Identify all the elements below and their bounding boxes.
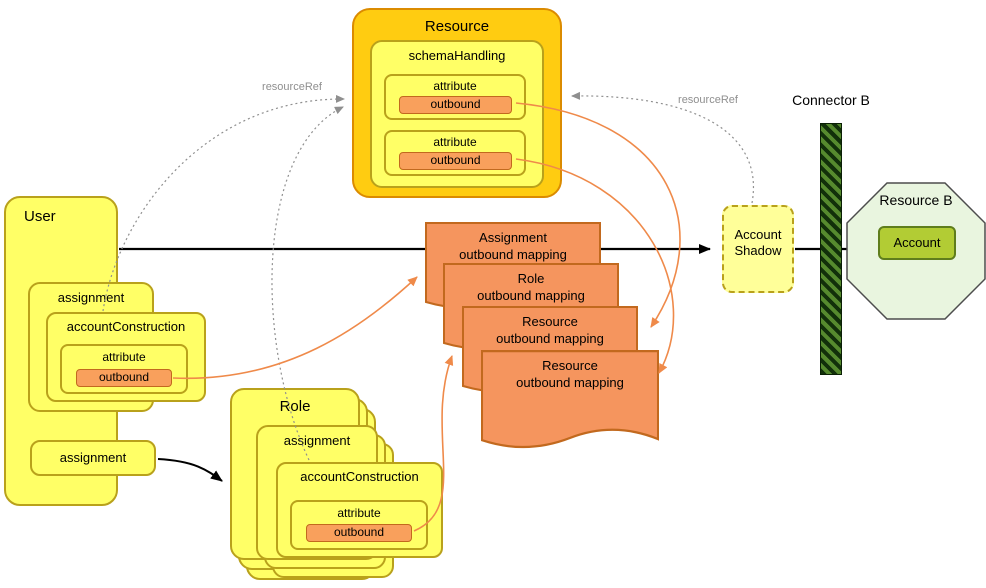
document-label-line1: Role: [517, 271, 545, 286]
document-resource-outbound-mapping-2: Resource outbound mapping: [481, 350, 659, 456]
document-label-line1: Resource: [522, 314, 578, 329]
document-shape: [481, 350, 659, 449]
connector-bar: [820, 123, 842, 375]
connector-label: Connector B: [792, 92, 870, 108]
document-label-line2: outbound mapping: [496, 331, 604, 346]
document-label: Assignment outbound mapping: [425, 229, 601, 263]
role-outbound-box: outbound: [306, 524, 412, 542]
resource-outbound2-box: outbound: [399, 152, 512, 170]
account-shadow-line1: Account: [734, 227, 782, 242]
document-label-line1: Assignment: [479, 230, 547, 245]
user-assignment2-box: assignment: [30, 440, 156, 476]
document-label-line2: outbound mapping: [477, 288, 585, 303]
document-label: Resource outbound mapping: [462, 313, 638, 347]
document-label: Role outbound mapping: [443, 270, 619, 304]
account-shadow-line2: Shadow: [734, 243, 782, 258]
resource-outbound1-box: outbound: [399, 96, 512, 114]
account-box: Account: [878, 226, 956, 260]
document-label: Resource outbound mapping: [481, 357, 659, 391]
resourceref-label-right: resourceRef: [678, 94, 738, 106]
document-label-line2: outbound mapping: [459, 247, 567, 262]
document-label-line1: Resource: [542, 358, 598, 373]
user-outbound-box: outbound: [76, 369, 172, 387]
account-shadow-box: Account Shadow: [722, 205, 794, 293]
resource-b-title: Resource B: [879, 192, 953, 208]
resourceref-label-left: resourceRef: [262, 81, 322, 93]
document-label-line2: outbound mapping: [516, 375, 624, 390]
